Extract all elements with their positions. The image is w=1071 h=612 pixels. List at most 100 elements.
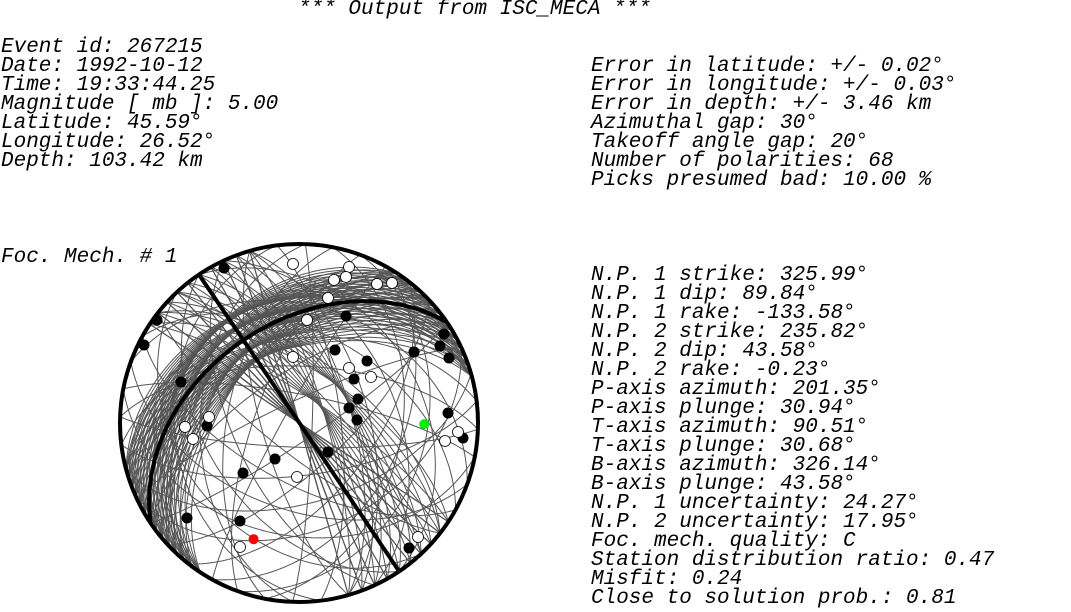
np1-rake-line: N.P. 1 rake: -133.58° [591, 302, 856, 325]
dilatation-station [203, 411, 215, 423]
dilatation-station [287, 258, 299, 270]
scatter-uncertainty-curve [121, 400, 478, 479]
compression-station [443, 352, 455, 364]
beachball-content [120, 244, 478, 602]
takeoff-gap-line: Takeoff angle gap: 20° [591, 131, 869, 154]
compression-station [408, 346, 420, 358]
compression-station [434, 340, 446, 352]
scatter-uncertainty-curve [211, 266, 387, 580]
page-title: *** Output from ISC_MECA *** [298, 0, 651, 21]
p-axis-plunge-line: P-axis plunge: 30.94° [591, 397, 856, 420]
dilatation-station [322, 292, 334, 304]
dilatation-station [343, 261, 355, 273]
dilatation-station [234, 541, 246, 553]
scatter-uncertainty-curve [231, 254, 361, 592]
compression-station [403, 542, 415, 554]
scatter-uncertainty-curve [237, 254, 431, 593]
np1-strike-line: N.P. 1 strike: 325.99° [591, 264, 869, 287]
compression-station [329, 344, 341, 356]
np2-rake-line: N.P. 2 rake: -0.23° [591, 359, 831, 382]
compression-station [201, 420, 213, 432]
latitude-line: Latitude: 45.59° [1, 112, 203, 135]
misfit-line: Misfit: 0.24 [591, 568, 743, 591]
compression-station [340, 310, 352, 322]
t-axis-plunge-line: T-axis plunge: 30.68° [591, 435, 856, 458]
dilatation-station [328, 274, 340, 286]
scatter-uncertainty-curve [120, 336, 478, 446]
dilatation-station [291, 471, 303, 483]
b-axis-azimuth-line: B-axis azimuth: 326.14° [591, 454, 881, 477]
azimuthal-gap-line: Azimuthal gap: 30° [591, 112, 818, 135]
dilatation-station [439, 435, 451, 447]
error-latitude-line: Error in latitude: +/- 0.02° [591, 55, 944, 78]
nodal-plane-1 [197, 273, 401, 573]
nodal-plane-2 [147, 299, 449, 524]
dilatation-station [187, 433, 199, 445]
t-axis-marker [419, 419, 430, 430]
scatter-uncertainty-curve [157, 310, 441, 534]
compression-station [237, 467, 249, 479]
np1-uncertainty-line: N.P. 1 uncertainty: 24.27° [591, 492, 919, 515]
scatter-uncertainty-curve [223, 260, 410, 586]
scatter-uncertainty-curve [157, 291, 422, 569]
compression-station [361, 355, 373, 367]
np2-strike-line: N.P. 2 strike: 235.82° [591, 321, 869, 344]
np1-uncertainty-curve [249, 250, 351, 596]
scatter-uncertainty-curve [126, 373, 472, 512]
p-axis-azimuth-line: P-axis azimuth: 201.35° [591, 378, 881, 401]
date-line: Date: 1992-10-12 [1, 55, 203, 78]
scatter-uncertainty-curve [157, 312, 441, 534]
scatter-uncertainty-curve [276, 244, 345, 601]
scatter-uncertainty-curve [180, 274, 400, 573]
error-depth-line: Error in depth: +/- 3.46 km [591, 93, 932, 116]
scatter-uncertainty-curve [292, 244, 314, 602]
scatter-uncertainty-curve [120, 365, 478, 430]
scatter-uncertainty-curve [198, 267, 436, 572]
dilatation-station [386, 277, 398, 289]
scatter-uncertainty-curve [222, 246, 334, 600]
error-longitude-line: Error in longitude: +/- 0.03° [591, 74, 957, 97]
solution-prob-line: Close to solution prob.: 0.81 [591, 587, 957, 610]
polarities-count-line: Number of polarities: 68 [591, 150, 894, 173]
event-id-line: Event id: 267215 [1, 36, 203, 59]
scatter-uncertainty-curve [136, 346, 462, 499]
dilatation-station [301, 314, 313, 326]
compression-station [351, 414, 363, 426]
dilatation-station [343, 362, 355, 374]
t-axis-azimuth-line: T-axis azimuth: 90.51° [591, 416, 869, 439]
quality-line: Foc. mech. quality: C [591, 530, 856, 553]
beachball-outline [118, 242, 480, 604]
compression-station [181, 512, 193, 524]
np2-uncertainty-line: N.P. 2 uncertainty: 17.95° [591, 511, 919, 534]
dilatation-station [412, 531, 424, 543]
compression-station [218, 262, 230, 274]
scatter-uncertainty-curve [141, 336, 456, 517]
compression-station [234, 515, 246, 527]
compression-station [343, 402, 355, 414]
scatter-uncertainty-curve [120, 416, 478, 449]
b-axis-plunge-line: B-axis plunge: 43.58° [591, 473, 856, 496]
dilatation-station [340, 271, 352, 283]
compression-station [175, 376, 187, 388]
p-axis-marker [248, 534, 259, 545]
scatter-uncertainty-curve [188, 281, 415, 565]
dilatation-station [179, 421, 191, 433]
scatter-uncertainty-curve [249, 250, 379, 596]
dilatation-station [287, 351, 299, 363]
compression-station [348, 373, 360, 385]
dilatation-station [365, 371, 377, 383]
station-ratio-line: Station distribution ratio: 0.47 [591, 549, 995, 572]
scatter-uncertainty-curve [242, 250, 349, 596]
magnitude-line: Magnitude [ mb ]: 5.00 [1, 93, 279, 116]
compression-station [322, 446, 334, 458]
scatter-uncertainty-curve [209, 260, 375, 586]
compression-station [269, 453, 281, 465]
depth-line: Depth: 103.42 km [1, 150, 203, 173]
np2-dip-line: N.P. 2 dip: 43.58° [591, 340, 818, 363]
compression-station [438, 328, 450, 340]
longitude-line: Longitude: 26.52° [1, 131, 216, 154]
time-line: Time: 19:33:44.25 [1, 74, 216, 97]
mechanism-label: Foc. Mech. # 1 [1, 246, 178, 269]
np1-dip-line: N.P. 1 dip: 89.84° [591, 283, 818, 306]
